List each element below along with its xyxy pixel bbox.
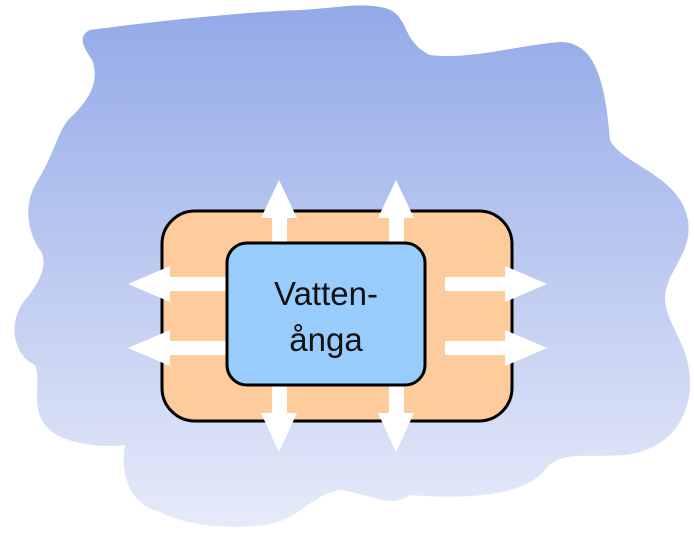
core-label-line2: ånga	[289, 321, 363, 358]
arrows-group	[128, 180, 547, 452]
arrow-right-icon	[445, 330, 547, 366]
arrow-right-icon	[445, 266, 547, 302]
arrow-down-icon	[261, 385, 297, 452]
arrow-up-icon	[378, 180, 414, 245]
core-label-line1: Vatten-	[274, 275, 378, 312]
inner-box	[225, 241, 427, 387]
arrow-left-icon	[128, 266, 227, 302]
arrow-up-icon	[261, 180, 297, 245]
arrow-down-icon	[378, 385, 414, 452]
arrow-left-icon	[128, 330, 227, 366]
